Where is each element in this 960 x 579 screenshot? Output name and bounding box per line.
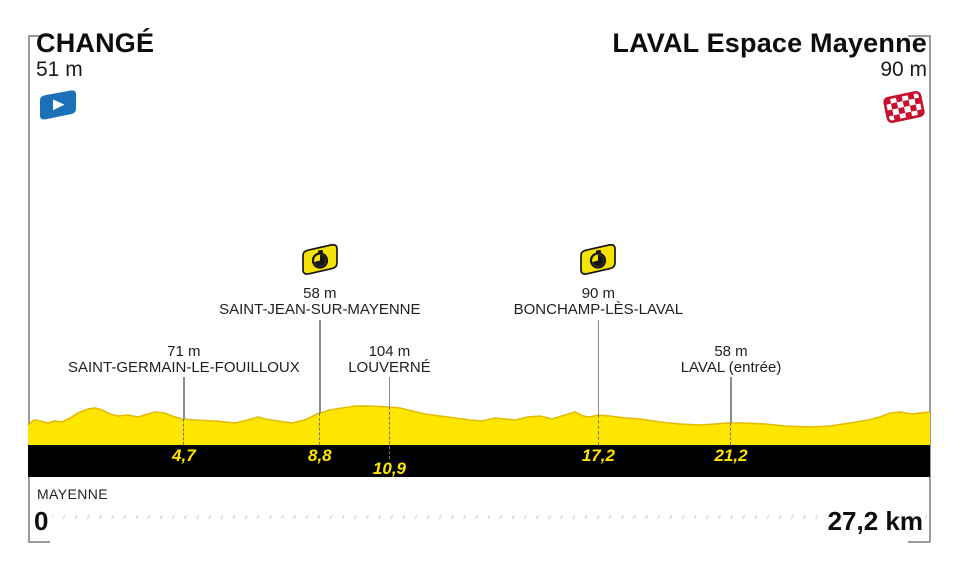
frame-left-vertical <box>28 35 30 542</box>
frame-right-vertical <box>929 35 931 542</box>
km-marker-value: 10,9 <box>372 459 406 478</box>
frame-top-right-cap <box>908 35 930 37</box>
start-elevation: 51 m <box>36 58 83 81</box>
distance-band: 4,7 8,8 10,9 17,2 21,2 <box>28 445 930 477</box>
stopwatch-flag-icon <box>301 243 338 275</box>
marker-line <box>183 377 185 420</box>
km-marker-value: 17,2 <box>581 446 615 465</box>
frame-bottom-right-cap <box>908 541 930 543</box>
marker-line <box>730 377 732 423</box>
start-city-name: CHANGÉ <box>36 28 155 58</box>
department-label: MAYENNE <box>37 486 108 502</box>
finish-flag-icon <box>612 89 927 125</box>
marker-line <box>388 377 391 408</box>
baseline-dotted-rule <box>52 515 928 519</box>
marker-line-dashed <box>183 419 185 445</box>
km-marker-value: 4,7 <box>172 446 196 465</box>
total-distance-label: 27,2 km <box>827 506 923 536</box>
marker-line-dashed <box>388 407 390 459</box>
stopwatch-flag-icon <box>580 243 617 275</box>
marker-line <box>319 320 321 414</box>
marker-line-dashed <box>597 415 599 445</box>
marker-line <box>597 320 600 416</box>
finish-elevation: 90 m <box>880 58 927 81</box>
marker-line-dashed <box>319 413 321 445</box>
km-marker-value: 8,8 <box>307 446 332 465</box>
start-header: CHANGÉ 51 m <box>36 28 154 128</box>
marker-line-dashed <box>730 423 732 445</box>
km-marker-value: 21,2 <box>714 446 748 465</box>
start-flag-icon <box>36 89 154 128</box>
start-km-label: 0 <box>34 506 49 536</box>
frame-top-left-cap <box>28 35 50 37</box>
finish-city-name: LAVAL Espace Mayenne <box>612 28 927 58</box>
finish-header: LAVAL Espace Mayenne 90 m <box>612 28 927 125</box>
frame-bottom-left-cap <box>28 541 50 543</box>
